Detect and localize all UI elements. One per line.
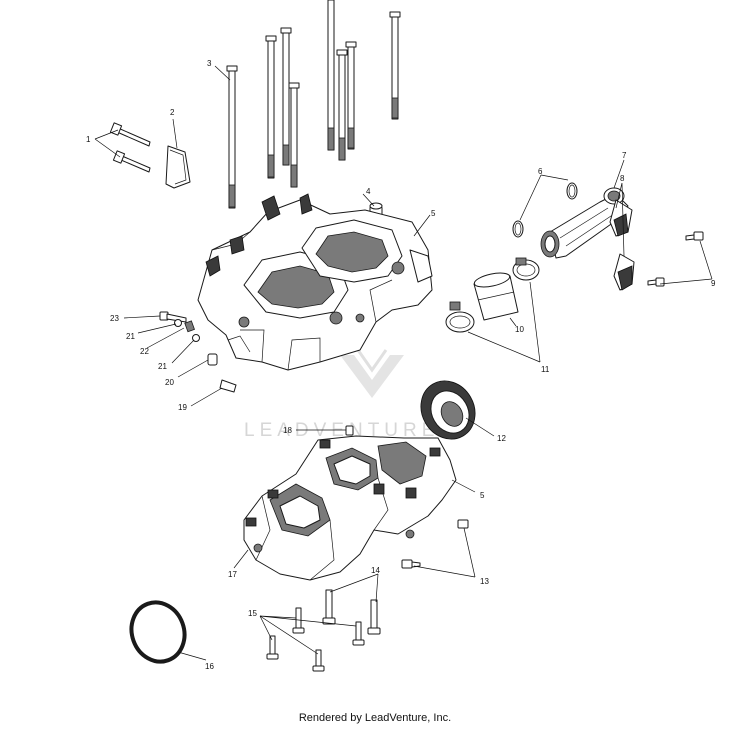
head-bolts bbox=[226, 0, 401, 209]
callout-5-upper: 5 bbox=[431, 209, 436, 218]
leader-lines bbox=[94, 65, 713, 661]
upper-crankcase bbox=[197, 193, 433, 371]
callout-22: 22 bbox=[140, 347, 149, 356]
callout-18: 18 bbox=[283, 426, 292, 435]
callout-17: 17 bbox=[228, 570, 237, 579]
lower-crankcase bbox=[243, 435, 457, 581]
callout-23: 23 bbox=[110, 314, 119, 323]
sleeve-item-10 bbox=[473, 272, 519, 321]
callout-12: 12 bbox=[497, 434, 506, 443]
callout-21-lower: 21 bbox=[158, 362, 167, 371]
callout-6: 6 bbox=[538, 167, 543, 176]
brackets-item-8 bbox=[609, 199, 635, 291]
seal-item-12 bbox=[420, 380, 476, 440]
bolts-item-9 bbox=[647, 231, 704, 287]
callout-14: 14 bbox=[371, 566, 380, 575]
callout-3: 3 bbox=[207, 59, 212, 68]
o-rings-item-6 bbox=[512, 182, 578, 238]
dowel-item-18 bbox=[345, 425, 354, 436]
callout-21-upper: 21 bbox=[126, 332, 135, 341]
elbow-hose-item-7 bbox=[540, 187, 629, 259]
callout-13: 13 bbox=[480, 577, 489, 586]
callout-8: 8 bbox=[620, 174, 625, 183]
callout-2: 2 bbox=[170, 108, 175, 117]
callout-4: 4 bbox=[366, 187, 371, 196]
callout-16: 16 bbox=[205, 662, 214, 671]
callout-9: 9 bbox=[711, 279, 716, 288]
case-bolts-items-14-15 bbox=[266, 589, 381, 672]
callout-labels: 1 2 3 4 5 6 7 8 9 10 11 12 13 14 15 16 1… bbox=[86, 59, 716, 671]
ring-item-16 bbox=[129, 600, 187, 664]
callout-20: 20 bbox=[165, 378, 174, 387]
screws-item-13 bbox=[401, 519, 469, 569]
callout-7: 7 bbox=[622, 151, 627, 160]
callout-11: 11 bbox=[541, 365, 550, 374]
hose-clamps-item-11 bbox=[445, 257, 540, 333]
footer-credit: Rendered by LeadVenture, Inc. bbox=[298, 712, 452, 724]
leadventure-watermark: LEADVENTURE bbox=[244, 349, 439, 441]
watermark-text: LEADVENTURE bbox=[244, 420, 439, 441]
callout-10: 10 bbox=[515, 325, 524, 334]
callout-19: 19 bbox=[178, 403, 187, 412]
small-bolts-item-1 bbox=[109, 122, 151, 173]
callout-15: 15 bbox=[248, 609, 257, 618]
callout-5-lower: 5 bbox=[480, 491, 485, 500]
cover-plate-item-2 bbox=[165, 145, 191, 189]
callout-1: 1 bbox=[86, 135, 91, 144]
